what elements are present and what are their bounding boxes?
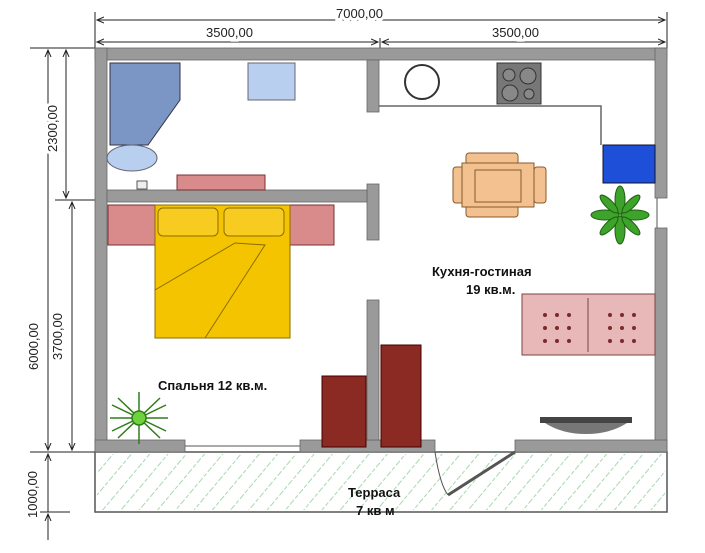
dim-left-width: 3500,00 bbox=[206, 25, 253, 40]
bin-icon bbox=[136, 180, 148, 190]
terrace-label: Терраса bbox=[348, 485, 401, 500]
blanket-fold bbox=[154, 242, 266, 339]
toilet-icon bbox=[106, 144, 158, 172]
kitchen-label: Кухня-гостиная bbox=[432, 264, 532, 279]
sink-icon bbox=[247, 62, 296, 101]
dim-bathroom-depth: 2300,00 bbox=[45, 105, 60, 152]
dim-total-depth: 6000,00 bbox=[26, 323, 41, 370]
dim-terrace-depth: 1000,00 bbox=[25, 471, 40, 518]
kitchen-counter bbox=[379, 105, 602, 145]
bedroom-label: Спальня 12 кв.м. bbox=[158, 378, 267, 393]
dim-right-width: 3500,00 bbox=[492, 25, 539, 40]
dimension-lines bbox=[30, 12, 668, 540]
fridge-icon bbox=[602, 144, 656, 184]
walls bbox=[94, 47, 668, 453]
burners bbox=[501, 67, 537, 102]
sofa-icon bbox=[521, 293, 656, 356]
dim-bedroom-depth: 3700,00 bbox=[50, 313, 65, 360]
wardrobe-icon bbox=[380, 344, 422, 448]
pillow-icon bbox=[157, 207, 219, 237]
pillow-icon bbox=[223, 207, 285, 237]
shower-icon bbox=[109, 62, 181, 146]
kitchen-sink-icon bbox=[404, 64, 440, 100]
entrance-door[interactable] bbox=[434, 450, 516, 497]
terrace-hatch bbox=[97, 454, 665, 510]
kitchen-area: 19 кв.м. bbox=[466, 282, 515, 297]
dining-table-icon bbox=[452, 152, 547, 218]
tv-icon bbox=[540, 417, 632, 434]
wardrobe-icon bbox=[321, 375, 367, 448]
plant-icon bbox=[110, 392, 168, 444]
dim-total-width: 7000,00 bbox=[336, 6, 383, 21]
bathroom-bench bbox=[176, 174, 266, 191]
terrace-area: 7 кв м bbox=[356, 503, 395, 518]
kitchen-plant-icon bbox=[590, 185, 650, 245]
